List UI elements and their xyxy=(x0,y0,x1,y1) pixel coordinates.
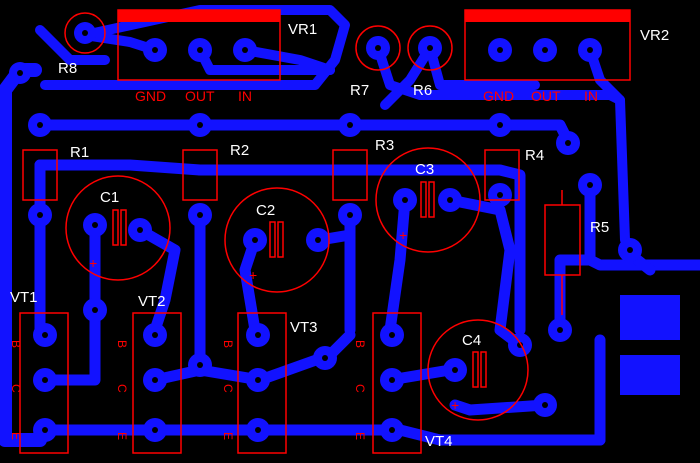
vt3-pin-b: B xyxy=(221,340,235,348)
r4-label: R4 xyxy=(525,147,544,164)
r1-label: R1 xyxy=(70,144,89,161)
c1-plus: + xyxy=(89,255,97,271)
vr1-label: VR1 xyxy=(288,21,317,38)
vt4-outline xyxy=(372,312,422,454)
labels: GND OUT IN GND OUT IN VR1 VR2 R8 R7 R6 R… xyxy=(9,21,669,450)
vt3-outline xyxy=(237,312,287,454)
vr2-pin-in-label: IN xyxy=(584,88,598,104)
vt3-pin-e: E xyxy=(221,432,235,440)
r2-outline xyxy=(182,149,218,201)
r3-outline xyxy=(332,149,368,201)
c2-plus: + xyxy=(249,267,257,283)
vt3-label: VT3 xyxy=(290,319,318,336)
copper-pads xyxy=(9,22,680,442)
vr2-tab xyxy=(465,10,630,22)
vr2-pin-gnd-label: GND xyxy=(483,88,514,104)
c4-outline xyxy=(427,319,529,421)
c1-label: C1 xyxy=(100,189,119,206)
c3-label: C3 xyxy=(415,161,434,178)
vr2-label: VR2 xyxy=(640,27,669,44)
r5-label: R5 xyxy=(590,219,609,236)
r1-outline xyxy=(22,149,58,201)
vt1-pin-b: B xyxy=(9,340,23,348)
vr1-tab xyxy=(118,10,280,22)
connector-pad-1 xyxy=(620,295,680,340)
connector-pad-2 xyxy=(620,355,680,395)
vr2-pin-out-label: OUT xyxy=(531,88,561,104)
silkscreen xyxy=(19,9,631,454)
vt2-pin-e: E xyxy=(115,432,129,440)
c3-plus: + xyxy=(399,227,407,243)
vt1-pin-c: C xyxy=(9,384,23,393)
c3-outline xyxy=(375,147,481,253)
vt4-pin-b: B xyxy=(353,340,367,348)
c2-outline xyxy=(224,187,330,293)
vr1-pin-in-label: IN xyxy=(238,88,252,104)
r6-outline xyxy=(407,25,453,71)
c2-label: C2 xyxy=(256,202,275,219)
vt2-pin-b: B xyxy=(115,340,129,348)
vt2-pin-c: C xyxy=(115,384,129,393)
r8-outline xyxy=(64,12,106,54)
vt2-outline xyxy=(132,312,182,454)
vt4-label: VT4 xyxy=(425,433,453,450)
c4-label: C4 xyxy=(462,332,481,349)
vt1-label: VT1 xyxy=(10,289,38,306)
r2-label: R2 xyxy=(230,142,249,159)
vt2-label: VT2 xyxy=(138,293,166,310)
vr1-pin-gnd-label: GND xyxy=(135,88,166,104)
vt4-pin-c: C xyxy=(353,384,367,393)
r6-label: R6 xyxy=(413,82,432,99)
vt3-pin-c: C xyxy=(221,384,235,393)
vr1-pin-out-label: OUT xyxy=(185,88,215,104)
r4-outline xyxy=(484,149,520,201)
r3-label: R3 xyxy=(375,137,394,154)
r8-label: R8 xyxy=(58,60,77,77)
vt4-pin-e: E xyxy=(353,432,367,440)
c4-plus: + xyxy=(451,397,459,413)
c1-outline xyxy=(65,175,171,281)
vt1-pin-e: E xyxy=(9,432,23,440)
vt1-outline xyxy=(19,312,69,454)
r7-label: R7 xyxy=(350,82,369,99)
r7-outline xyxy=(355,25,401,71)
